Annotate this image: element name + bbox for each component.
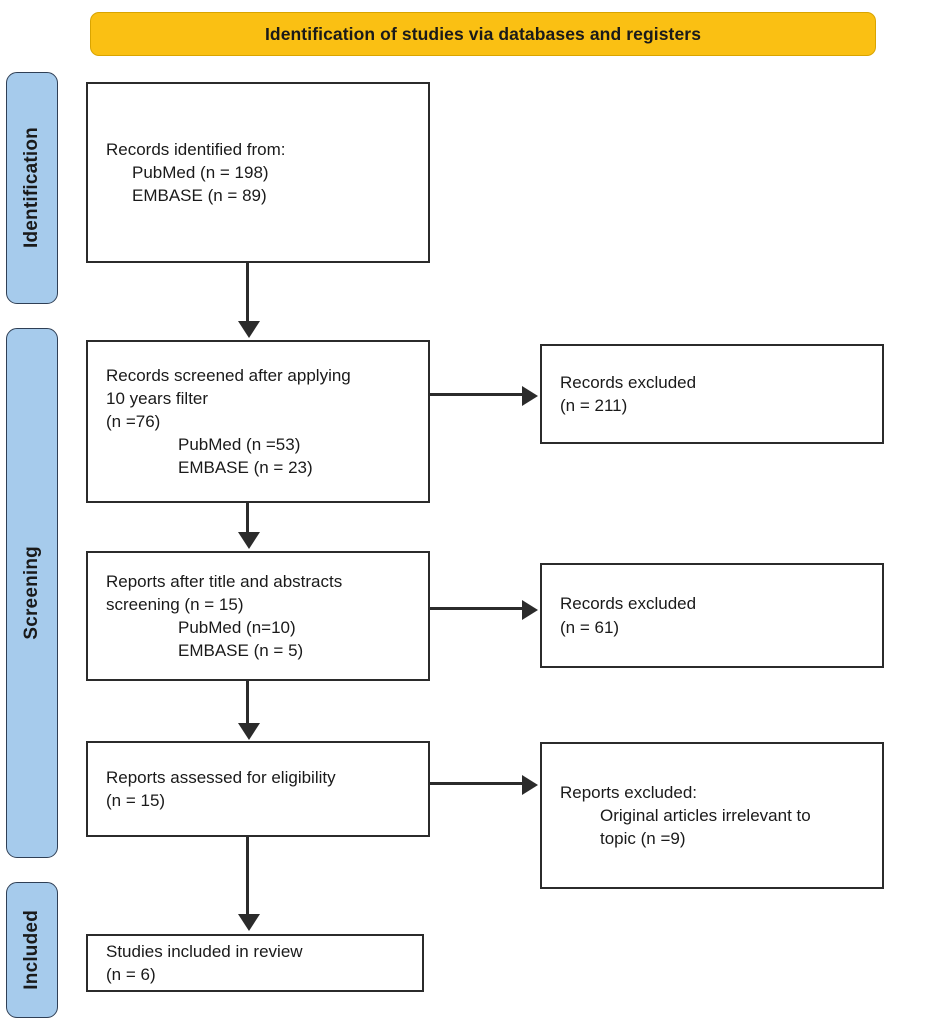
records-screened-embase: EMBASE (n = 23) xyxy=(178,458,313,478)
box-reports-title-abstract: Reports after title and abstracts screen… xyxy=(86,551,430,681)
studies-included-line-2: (n = 6) xyxy=(106,965,156,984)
phase-tab-screening-label: Screening xyxy=(21,546,42,640)
box-records-excluded-1: Records excluded (n = 211) xyxy=(540,344,884,444)
reports-title-abstract-line-2: screening (n = 15) xyxy=(106,594,244,614)
arrow-down-icon-2 xyxy=(238,532,260,549)
records-excluded-2-line-2: (n = 61) xyxy=(560,617,620,637)
arrow-down-icon-3 xyxy=(238,723,260,740)
arrow-down-icon-1 xyxy=(238,321,260,338)
records-screened-line-1: Records screened after applying xyxy=(106,365,351,385)
box-studies-included: Studies included in review (n = 6) xyxy=(86,934,424,992)
eligibility-line-1: Reports assessed for eligibility xyxy=(106,767,336,787)
records-screened-line-2: 10 years filter xyxy=(106,388,209,408)
phase-tab-screening: Screening xyxy=(6,328,58,858)
connector-reports-to-excluded-2 xyxy=(430,607,524,610)
reports-title-abstract-line-1: Reports after title and abstracts xyxy=(106,571,343,591)
eligibility-line-2: (n = 15) xyxy=(106,791,166,810)
phase-tab-included: Included xyxy=(6,882,58,1018)
header-banner-title: Identification of studies via databases … xyxy=(264,23,702,44)
box-records-screened: Records screened after applying 10 years… xyxy=(86,340,430,503)
connector-screened-to-excluded-1 xyxy=(430,393,524,396)
reports-title-abstract-embase: EMBASE (n = 5) xyxy=(178,641,304,661)
arrow-right-icon-3 xyxy=(522,775,538,795)
connector-screened-to-reports xyxy=(246,503,249,534)
records-identified-line-1: Records identified from: xyxy=(106,139,286,159)
reports-excluded-line-1: Reports excluded: xyxy=(560,782,698,802)
arrow-down-icon-4 xyxy=(238,914,260,931)
records-excluded-1-line-2: (n = 211) xyxy=(560,396,628,415)
connector-eligibility-to-excluded-3 xyxy=(430,782,524,785)
phase-tab-identification: Identification xyxy=(6,72,58,304)
connector-eligibility-to-included xyxy=(246,837,249,916)
box-reports-excluded: Reports excluded: Original articles irre… xyxy=(540,742,884,889)
arrow-right-icon-1 xyxy=(522,386,538,406)
box-reports-assessed-eligibility: Reports assessed for eligibility (n = 15… xyxy=(86,741,430,837)
arrow-right-icon-2 xyxy=(522,600,538,620)
records-excluded-1-line-1: Records excluded xyxy=(560,372,697,392)
studies-included-line-1: Studies included in review xyxy=(106,941,303,961)
reports-excluded-line-3: topic (n =9) xyxy=(600,829,686,849)
reports-excluded-line-2: Original articles irrelevant to xyxy=(600,805,811,825)
records-identified-embase: EMBASE (n = 89) xyxy=(132,186,267,206)
records-identified-pubmed: PubMed (n = 198) xyxy=(132,162,269,182)
box-records-excluded-2: Records excluded (n = 61) xyxy=(540,563,884,668)
records-screened-total: (n =76) xyxy=(106,411,161,431)
connector-identified-to-screened xyxy=(246,263,249,323)
connector-reports-to-eligibility xyxy=(246,681,249,725)
phase-tab-included-label: Included xyxy=(21,910,42,990)
box-records-identified: Records identified from: PubMed (n = 198… xyxy=(86,82,430,263)
records-excluded-2-line-1: Records excluded xyxy=(560,594,697,614)
records-screened-pubmed: PubMed (n =53) xyxy=(178,435,301,455)
reports-title-abstract-pubmed: PubMed (n=10) xyxy=(178,618,296,637)
phase-tab-identification-label: Identification xyxy=(21,127,42,249)
header-banner: Identification of studies via databases … xyxy=(90,12,876,56)
